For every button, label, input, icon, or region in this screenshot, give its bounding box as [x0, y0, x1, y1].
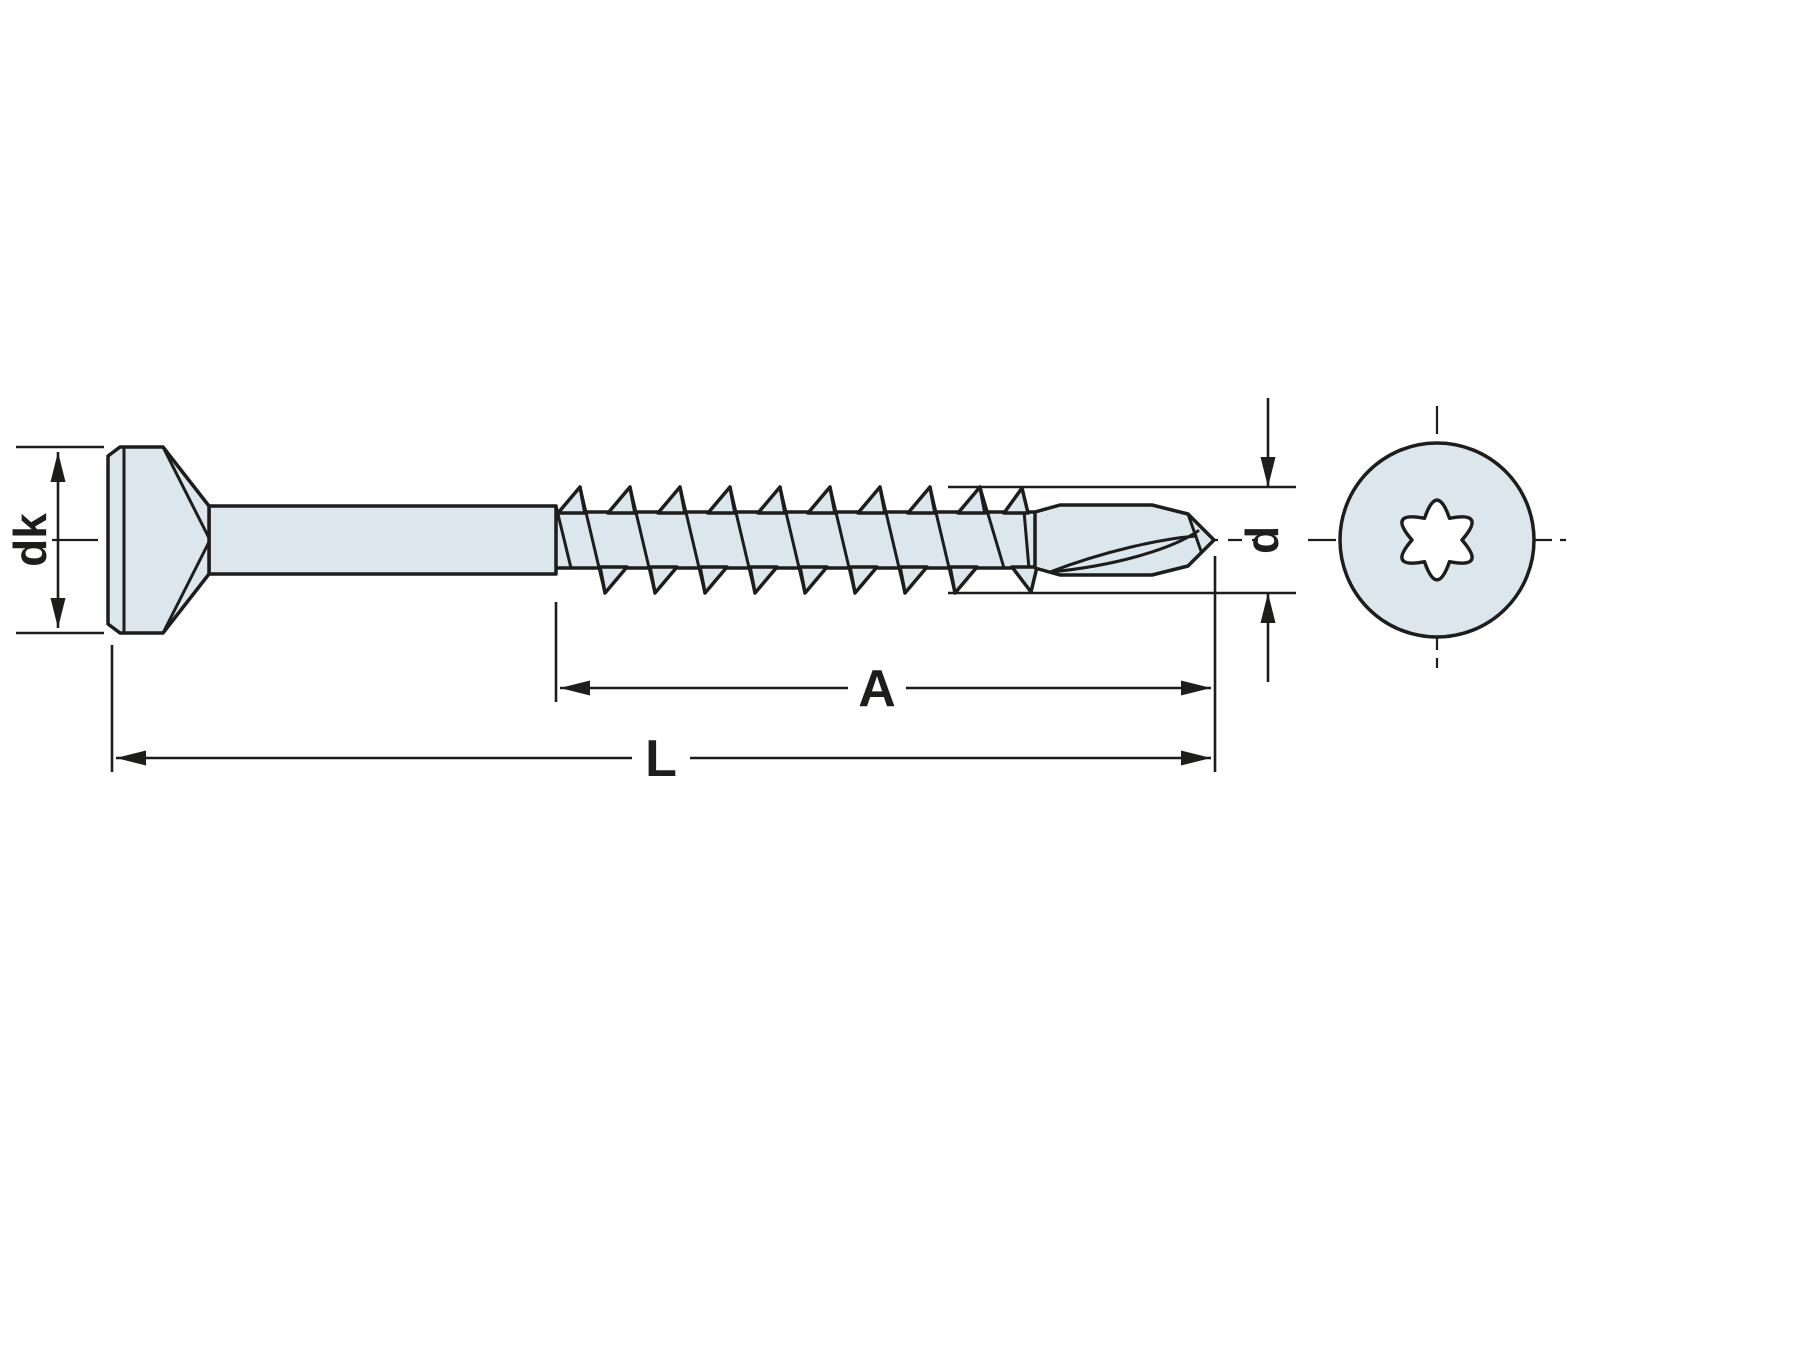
screw-head [106, 445, 211, 635]
thread-crests-top [556, 485, 987, 515]
thread-crests-bottom [598, 565, 979, 595]
screw-end-view [1338, 441, 1536, 639]
dimension-lines [16, 398, 1296, 772]
thread-helix-lines [554, 485, 1033, 595]
cutter-wings [1002, 486, 1039, 594]
d-extension-lines [948, 485, 1296, 595]
head-cone-lines [161, 445, 211, 635]
drill-point [1033, 503, 1216, 577]
screw-shank [207, 504, 558, 576]
thread-diameter-label: d [1236, 526, 1288, 554]
dk-extension-lines [16, 445, 104, 635]
screw-side-view [106, 445, 1216, 635]
head-diameter-label: dk [4, 513, 56, 567]
partial-length-label: A [858, 660, 896, 718]
drill-flute-lines [1048, 512, 1203, 574]
torx-recess-icon [1400, 498, 1474, 582]
dimension-labels: dk d A L [4, 513, 1288, 788]
total-length-label: L [645, 730, 677, 788]
